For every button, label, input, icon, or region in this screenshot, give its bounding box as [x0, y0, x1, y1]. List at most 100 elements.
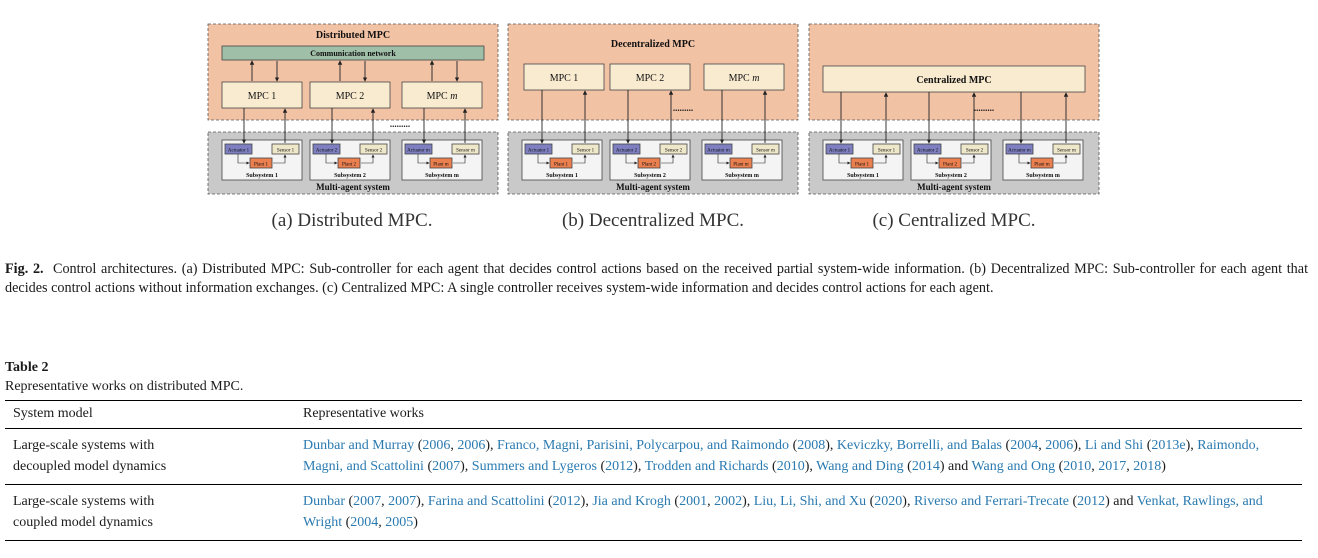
- works-cell: Dunbar and Murray (2006, 2006), Franco, …: [295, 429, 1302, 485]
- internal-arrow: [661, 154, 675, 164]
- internal-arrow: [537, 154, 550, 165]
- system-model-line: Large-scale systems with: [13, 494, 155, 509]
- citation-link[interactable]: 2006: [422, 438, 451, 453]
- controller-label: MPC m: [427, 91, 458, 102]
- citation-text: (: [670, 494, 680, 509]
- citation-text: ),: [1185, 438, 1198, 453]
- citation-link[interactable]: Dunbar and Murray: [303, 438, 415, 453]
- citation-link[interactable]: Jia and Krogh: [592, 494, 671, 509]
- internal-arrow: [573, 154, 587, 164]
- internal-arrow: [237, 154, 250, 165]
- controller-label: MPC 2: [636, 73, 665, 84]
- citation-link[interactable]: Trodden and Richards: [644, 459, 769, 474]
- citation-link[interactable]: 2020: [874, 494, 903, 509]
- actuator-label: Actuator 2: [616, 149, 638, 154]
- internal-arrow: [1018, 154, 1031, 165]
- citation-link[interactable]: 2004: [1010, 438, 1039, 453]
- table-row: Large-scale systems with decoupled model…: [5, 429, 1302, 485]
- citation-link[interactable]: 2008: [797, 438, 826, 453]
- actuator-label: Actuator m: [407, 149, 430, 154]
- citation-text: ),: [1073, 438, 1085, 453]
- subsystem-label: Subsystem m: [1026, 173, 1060, 179]
- multi-agent-system-label: Multi-agent system: [316, 182, 390, 192]
- citation-link[interactable]: 2006: [1045, 438, 1074, 453]
- citation-text: ),: [804, 459, 817, 474]
- plant-label: Plant 1: [254, 163, 269, 168]
- mpc-controller-box: [703, 63, 785, 91]
- citation-link[interactable]: Wang and Ding: [816, 459, 904, 474]
- figure-caption-text: Control architectures. (a) Distributed M…: [5, 261, 1309, 296]
- citation-text: (: [342, 515, 351, 530]
- citation-link[interactable]: Summers and Lygeros: [471, 459, 597, 474]
- citation-link[interactable]: 2007: [432, 459, 461, 474]
- sensor-label: Sensor 1: [878, 149, 896, 154]
- sensor-block: [872, 143, 901, 155]
- citation-text: ),: [460, 459, 472, 474]
- column-header-system-model: System model: [13, 406, 93, 421]
- internal-arrow: [962, 154, 976, 164]
- internal-arrow: [273, 154, 287, 164]
- system-model-line: Large-scale systems with: [13, 438, 155, 453]
- system-model-cell: Large-scale systems with decoupled model…: [5, 429, 295, 485]
- citation-link[interactable]: 2012: [605, 459, 634, 474]
- citation-link[interactable]: Farina and Scattolini: [427, 494, 545, 509]
- citation-link[interactable]: Li and Shi: [1084, 438, 1144, 453]
- citation-link[interactable]: 2018: [1133, 459, 1162, 474]
- centralized-controller-box: [822, 65, 1086, 93]
- citation-link[interactable]: 2006: [457, 438, 486, 453]
- citation-text: (: [903, 459, 912, 474]
- citation-link[interactable]: Franco, Magni, Parisini, Polycarpou, and…: [497, 438, 790, 453]
- citation-link[interactable]: 2001: [679, 494, 708, 509]
- citation-link[interactable]: 2010: [1063, 459, 1092, 474]
- system-model-cell: Large-scale systems with coupled model d…: [5, 485, 295, 541]
- citation-link[interactable]: 2014: [911, 459, 940, 474]
- controller-label: MPC 2: [336, 91, 365, 102]
- citation-link[interactable]: 2004: [350, 515, 379, 530]
- ellipsis-dots: .........: [390, 119, 410, 129]
- citation-link[interactable]: Raimondo, Magni, and Scattolini: [303, 438, 1260, 474]
- panel-title: Distributed MPC: [316, 30, 390, 41]
- sensor-label: Sensor 2: [365, 149, 383, 154]
- citation-link[interactable]: 2017: [1098, 459, 1127, 474]
- subcaption-b: (b) Decentralized MPC.: [561, 210, 745, 231]
- works-table: System model Representative works Large-…: [5, 400, 1302, 541]
- sensor-block: [659, 143, 688, 155]
- citation-link[interactable]: 2005: [385, 515, 414, 530]
- panel-title: Decentralized MPC: [611, 39, 695, 50]
- citation-link[interactable]: Venkat, Rawlings, and Wright: [303, 494, 1263, 530]
- citation-text: ,: [1038, 438, 1046, 453]
- sensor-label: Sensor 2: [665, 149, 683, 154]
- citation-text: (: [414, 438, 423, 453]
- sensor-label: Sensor 1: [577, 149, 595, 154]
- citation-link[interactable]: 2013e: [1151, 438, 1186, 453]
- citation-link[interactable]: Liu, Li, Shi, and Xu: [753, 494, 867, 509]
- citation-link[interactable]: 2007: [388, 494, 417, 509]
- citation-link[interactable]: Wang and Ong: [971, 459, 1056, 474]
- system-model-line: decoupled model dynamics: [13, 459, 167, 474]
- citation-text: ),: [825, 438, 837, 453]
- subsystem-label: Subsystem m: [725, 173, 759, 179]
- citation-text: (: [423, 459, 433, 474]
- citation-link[interactable]: 2012: [1077, 494, 1106, 509]
- mpc-controller-box: [221, 81, 303, 109]
- sensor-label: Sensor m: [456, 149, 475, 154]
- actuator-block: [825, 143, 854, 155]
- citation-text: ): [413, 515, 418, 530]
- citation-link[interactable]: 2002: [714, 494, 743, 509]
- citation-link[interactable]: Dunbar: [303, 494, 345, 509]
- citation-text: ,: [1126, 459, 1134, 474]
- citation-text: ),: [742, 494, 754, 509]
- citation-text: ,: [450, 438, 458, 453]
- subsystem-label: Subsystem 2: [334, 173, 366, 179]
- actuator-label: Actuator m: [1008, 149, 1031, 154]
- citation-link[interactable]: 2007: [353, 494, 382, 509]
- citation-link[interactable]: Riverso and Ferrari-Trecate: [913, 494, 1069, 509]
- citation-link[interactable]: Keviczky, Borrelli, and Balas: [836, 438, 1003, 453]
- citation-link[interactable]: 2010: [776, 459, 805, 474]
- plant-block: [1030, 157, 1054, 169]
- plant-block: [429, 157, 453, 169]
- communication-network-label: Communication network: [310, 49, 396, 58]
- table-header-row: System model Representative works: [5, 400, 1302, 429]
- citation-link[interactable]: 2012: [552, 494, 581, 509]
- mpc-controller-box: [523, 63, 605, 91]
